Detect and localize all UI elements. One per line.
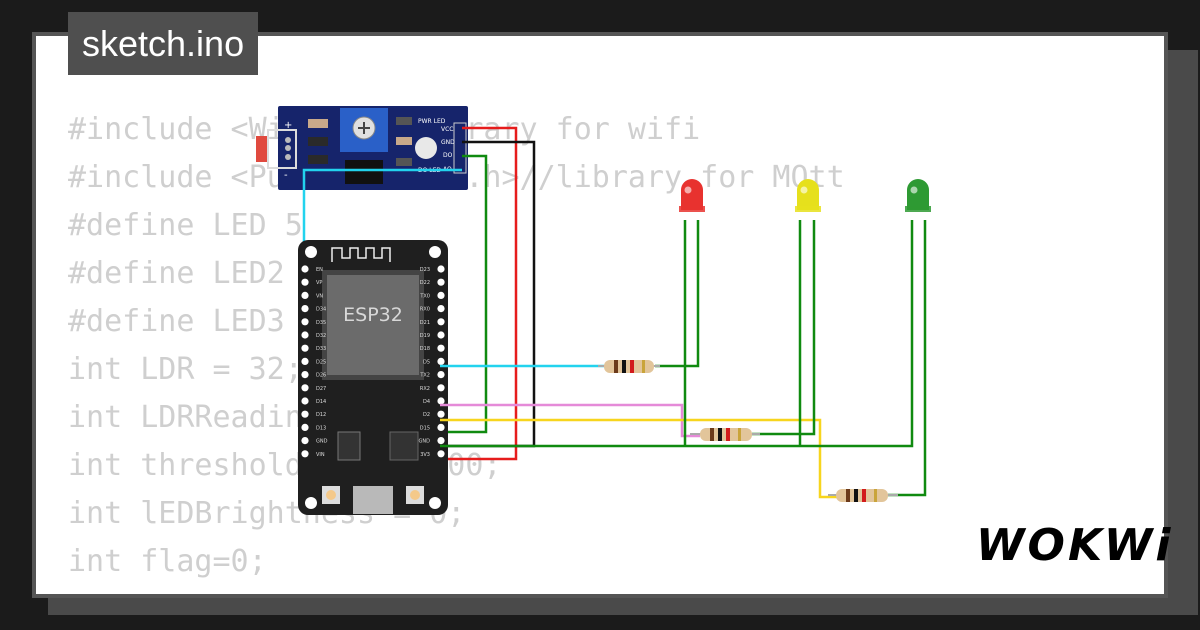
left-pin-label: D12	[316, 412, 326, 418]
left-pin[interactable]	[301, 371, 309, 379]
do-wire	[440, 154, 488, 434]
esp32-board[interactable]: ESP32 ENVPVND34D35D32D33D25D26D27D14D12D…	[298, 240, 448, 515]
right-pin[interactable]	[437, 371, 445, 379]
left-pin[interactable]	[301, 305, 309, 313]
right-pin-label: RX2	[420, 386, 430, 392]
left-pin-label: D34	[316, 307, 326, 313]
left-pin[interactable]	[301, 344, 309, 352]
right-pin-label: D4	[423, 399, 430, 405]
led-yellow[interactable]	[795, 179, 821, 212]
right-pin[interactable]	[437, 278, 445, 286]
right-pin-label: D2	[423, 412, 430, 418]
right-pin[interactable]	[437, 384, 445, 392]
left-pin-label: D35	[316, 320, 326, 326]
right-pin-label: RX0	[420, 307, 430, 313]
file-tab[interactable]: sketch.ino	[68, 12, 259, 75]
right-pin[interactable]	[437, 450, 445, 458]
right-pin-label: D5	[423, 359, 430, 365]
right-pin[interactable]	[437, 437, 445, 445]
left-pin[interactable]	[301, 423, 309, 431]
right-pin[interactable]	[437, 318, 445, 326]
esp32-chip	[327, 275, 419, 375]
right-pin-label: TX2	[419, 373, 430, 379]
minus-label: -	[284, 170, 288, 181]
left-pin[interactable]	[301, 357, 309, 365]
right-pin[interactable]	[437, 423, 445, 431]
right-pin[interactable]	[437, 397, 445, 405]
red-led-anode	[655, 220, 700, 368]
left-pin[interactable]	[301, 331, 309, 339]
right-pin-label: D21	[420, 320, 430, 326]
led-wires	[440, 220, 927, 499]
left-pin[interactable]	[301, 291, 309, 299]
left-pin-label: VP	[316, 280, 322, 286]
code-line: int flag=0;	[68, 544, 267, 579]
right-pin[interactable]	[437, 305, 445, 313]
left-pin[interactable]	[301, 450, 309, 458]
d2-wire	[440, 418, 840, 499]
right-pin-label: D18	[420, 346, 430, 352]
left-pin-label: D26	[316, 373, 326, 379]
right-pin[interactable]	[437, 265, 445, 273]
green-led-anode	[888, 220, 927, 497]
led-green[interactable]	[905, 179, 931, 212]
right-pin[interactable]	[437, 291, 445, 299]
code-line: #define LED3 2	[68, 304, 321, 339]
gnd-green-wire	[440, 220, 914, 448]
left-pin-label: D13	[316, 425, 326, 431]
photoresistor	[256, 136, 268, 162]
power-led	[415, 137, 437, 159]
left-pin-label: D32	[316, 333, 326, 339]
left-pin[interactable]	[301, 437, 309, 445]
yellow-led-anode	[752, 220, 816, 436]
right-pin-label: TX0	[419, 293, 430, 299]
wokwi-logo: WOKWi	[976, 520, 1174, 571]
left-pin-label: D27	[316, 386, 326, 392]
left-pin-label: EN	[316, 267, 323, 273]
left-pin-label: VIN	[316, 452, 325, 458]
right-pin-label: 3V3	[420, 452, 430, 458]
right-pin[interactable]	[437, 410, 445, 418]
resistor-3[interactable]	[828, 489, 898, 502]
right-pin-label: D22	[420, 280, 430, 286]
right-pin[interactable]	[437, 344, 445, 352]
led-group	[679, 179, 931, 212]
code-line: #define LED 5	[68, 208, 303, 243]
right-pin-label: D23	[420, 267, 430, 273]
resistor-2[interactable]	[690, 428, 760, 441]
right-pin-label: D15	[420, 425, 430, 431]
gnd-label: GND	[441, 139, 455, 146]
resistor-1[interactable]	[598, 360, 660, 373]
led-red[interactable]	[679, 179, 705, 212]
left-pin[interactable]	[301, 265, 309, 273]
right-pin[interactable]	[437, 357, 445, 365]
left-pin[interactable]	[301, 384, 309, 392]
ldr-sensor-module[interactable]: + - PWR LED DO LED VCC GND DO AO	[256, 106, 468, 190]
left-pin[interactable]	[301, 397, 309, 405]
left-pin-label: GND	[316, 439, 328, 445]
esp32-label: ESP32	[343, 304, 403, 326]
code-line: int LDR = 32;	[68, 352, 303, 387]
left-pin-label: VN	[316, 293, 323, 299]
vcc-label: VCC	[441, 126, 453, 133]
pwr-led-label: PWR LED	[418, 118, 446, 125]
left-pin-label: D14	[316, 399, 326, 405]
right-pin-label: D19	[420, 333, 430, 339]
right-pin-label: GND	[419, 439, 431, 445]
do-label: DO	[443, 152, 453, 159]
left-pin[interactable]	[301, 318, 309, 326]
right-pin[interactable]	[437, 331, 445, 339]
plus-label: +	[284, 120, 292, 131]
left-pin[interactable]	[301, 410, 309, 418]
left-pin-label: D33	[316, 346, 326, 352]
left-pin[interactable]	[301, 278, 309, 286]
left-pin-label: D25	[316, 359, 326, 365]
vcc-wire	[440, 126, 518, 461]
usb-port	[353, 486, 393, 514]
